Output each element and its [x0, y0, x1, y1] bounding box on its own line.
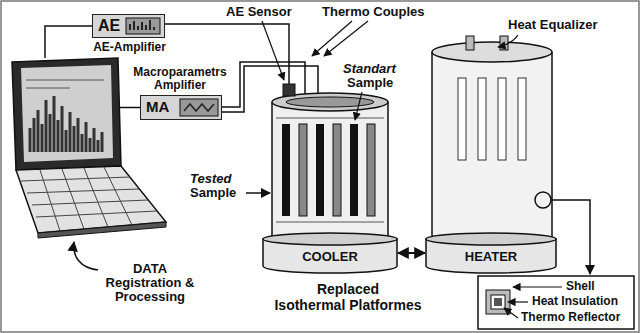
- screen-lines: [26, 80, 104, 88]
- reflector-icon: [494, 298, 502, 306]
- cable: [45, 26, 92, 58]
- cell-ring: [276, 118, 384, 222]
- knob: [500, 36, 508, 50]
- equalizer-lid: [432, 42, 552, 62]
- label: Sample: [190, 186, 236, 200]
- label: AE Sensor: [226, 5, 292, 19]
- label: Replaced: [258, 282, 438, 297]
- node-text: AE: [98, 16, 120, 35]
- node-heading: Macroparametrs Amplifier: [119, 66, 241, 92]
- display-bars: [130, 20, 154, 30]
- knob: [466, 36, 474, 50]
- label: Tested: [190, 172, 231, 186]
- label: Thermo Reflector: [521, 311, 620, 324]
- leader-arrow: [508, 301, 528, 302]
- node-text: MA: [146, 98, 169, 116]
- heating-element: [478, 78, 486, 160]
- sample: [333, 124, 341, 216]
- isothermal-platform: COOLER: [262, 232, 398, 274]
- amplifier-box: MAMacroparametrs Amplifier: [140, 95, 222, 120]
- node-text: HEATER: [425, 232, 557, 265]
- screen-chart: [30, 96, 102, 152]
- label: Thermo Couples: [322, 5, 425, 19]
- display-wave: [184, 104, 214, 111]
- heat-equalizer: [432, 52, 552, 254]
- sample: [299, 124, 307, 216]
- label: Isothermal Platformes: [258, 298, 438, 313]
- cylinder-top: [426, 233, 556, 245]
- laptop-computer: DATA Registration & Processing: [5, 58, 120, 170]
- keyboard-keys: [21, 167, 157, 231]
- detail-arrow: [551, 200, 590, 274]
- label: Heat Insulation: [532, 295, 618, 308]
- test-cell: [272, 102, 388, 253]
- laptop-screen-frame: [12, 58, 121, 170]
- leader-arrow: [74, 242, 98, 270]
- amplifier-box: AEAE-Amplifier: [92, 14, 165, 38]
- node-heading: AE-Amplifier: [83, 41, 176, 54]
- node-text: COOLER: [262, 232, 398, 265]
- sample: [367, 124, 375, 216]
- leader-arrow: [355, 92, 362, 120]
- amplifier-display: [180, 99, 218, 116]
- heating-element: [518, 78, 526, 160]
- leader-arrow: [262, 21, 284, 80]
- detail-circle: [535, 192, 551, 208]
- label: Heat Equalizer: [508, 18, 598, 32]
- detail-inset: [478, 276, 634, 329]
- leader-arrow: [498, 35, 518, 47]
- heating-element: [498, 78, 506, 160]
- label: Standart: [343, 62, 396, 76]
- amplifier-display: [126, 18, 160, 34]
- insulation-icon: [491, 295, 505, 309]
- cable: [120, 107, 140, 109]
- leader-arrow: [513, 286, 562, 287]
- sample: [350, 124, 358, 216]
- heating-element: [458, 78, 466, 160]
- laptop-screen: [21, 65, 113, 162]
- leader-arrow: [504, 308, 518, 318]
- sample: [282, 124, 290, 216]
- double-arrow: [398, 252, 425, 254]
- cylinder-top: [263, 233, 397, 245]
- sample: [316, 124, 324, 216]
- label: Shell: [566, 280, 595, 293]
- leader-arrow: [246, 192, 270, 194]
- laptop-keyboard: [16, 166, 166, 233]
- laptop-base-edge: [38, 222, 166, 238]
- ae-sensor: [283, 84, 295, 96]
- isothermal-platform: HEATER: [425, 232, 557, 274]
- node-text: DATA Registration & Processing: [100, 262, 200, 304]
- leader-arrow: [324, 21, 368, 56]
- label: Sample: [347, 76, 393, 90]
